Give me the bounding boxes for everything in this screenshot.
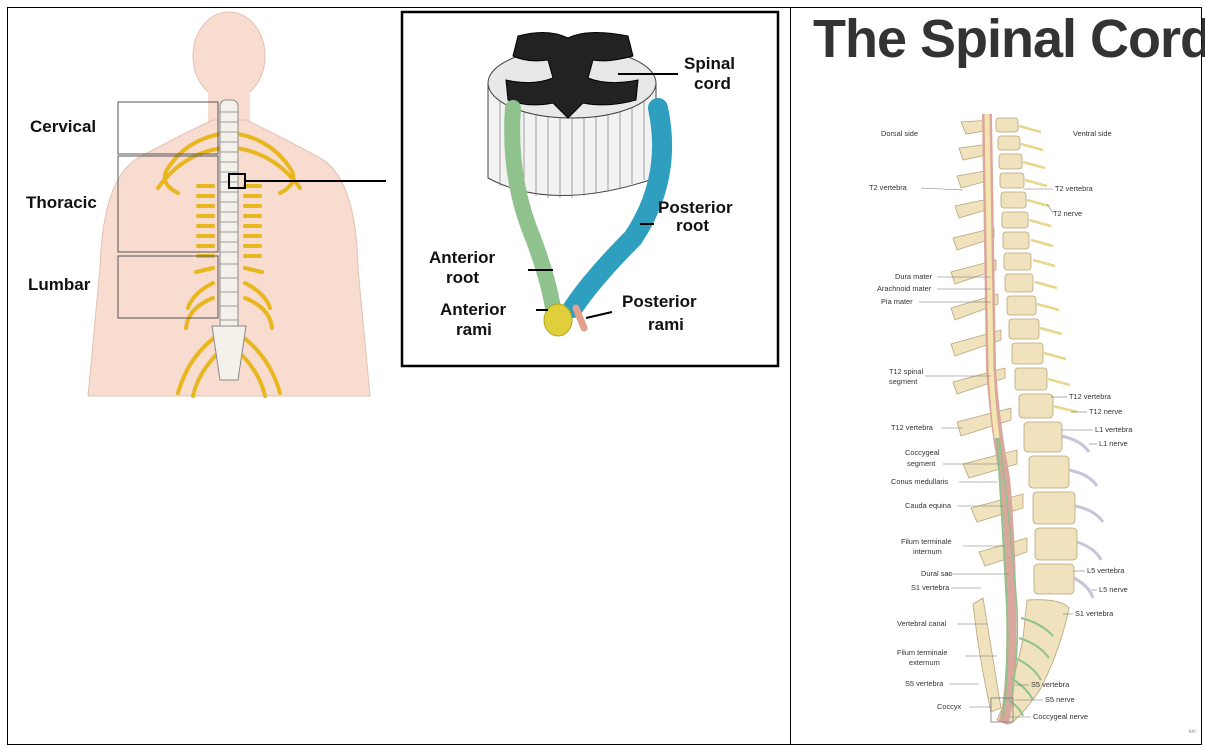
label-r-s1-vertebra: S1 vertebra [1075,609,1114,618]
label-dural-sac: Dural sac [921,569,953,578]
label-l5-nerve: L5 nerve [1099,585,1128,594]
label-filum-internum-2: internum [913,547,942,556]
header-ventral: Ventral side [1073,129,1112,138]
label-segment-1: segment [889,377,917,386]
label-l1-nerve: L1 nerve [1099,439,1128,448]
label-coccyx: Coccyx [937,702,962,711]
left-panel: Cervical Thoracic Lumbar [8,8,790,744]
corner-mark: km [1189,729,1196,735]
label-dura-mater: Dura mater [895,272,933,281]
label-segment-2: segment [907,459,935,468]
label-cervical: Cervical [30,117,96,136]
label-s5-nerve: S5 nerve [1045,695,1075,704]
label-l-t12-vertebra: T12 vertebra [891,423,934,432]
label-l-s1-vertebra: S1 vertebra [911,583,950,592]
label-posterior-rami-2: rami [648,315,684,334]
label-lumbar: Lumbar [28,275,91,294]
label-thoracic: Thoracic [26,193,97,212]
label-filum-externum-2: externum [909,658,940,667]
header-dorsal: Dorsal side [881,129,918,138]
label-l-s5-vertebra: S5 vertebra [905,679,944,688]
right-panel: The Spinal Cord [791,8,1201,744]
label-anterior-rami-2: rami [456,320,492,339]
label-r-s5-vertebra: S5 vertebra [1031,680,1070,689]
label-t12-spinal: T12 spinal [889,367,923,376]
label-cauda-equina: Cauda equina [905,501,952,510]
label-spinal: Spinal [684,54,735,73]
label-pia-mater: Pia mater [881,297,913,306]
label-conus-medullaris: Conus medullaris [891,477,948,486]
label-l1-vertebra: L1 vertebra [1095,425,1133,434]
label-anterior-root-1: Anterior [429,248,496,267]
label-anterior-rami-1: Anterior [440,300,507,319]
label-coccygeal: Coccygeal [905,448,940,457]
label-filum-externum-1: Filum terminale [897,648,948,657]
label-vertebral-canal: Vertebral canal [897,619,947,628]
cross-section-box: Spinal cord Posterior root Anterior root… [402,12,778,366]
label-l-t2-vertebra: T2 vertebra [869,183,908,192]
label-filum-internum-1: Filum terminale [901,537,952,546]
label-posterior-root-1: Posterior [658,198,733,217]
label-arachnoid-mater: Arachnoid mater [877,284,932,293]
label-posterior-root-2: root [676,216,709,235]
label-l5-vertebra: L5 vertebra [1087,566,1125,575]
label-t2-nerve: T2 nerve [1053,209,1082,218]
label-cord: cord [694,74,731,93]
label-t12-nerve: T12 nerve [1089,407,1122,416]
label-coccygeal-nerve: Coccygeal nerve [1033,712,1088,721]
label-anterior-root-2: root [446,268,479,287]
sagittal-diagram: Dorsal side Ventral side [791,8,1201,744]
label-r-t12-vertebra: T12 vertebra [1069,392,1112,401]
anterior-rami-shape [544,304,572,336]
label-posterior-rami-1: Posterior [622,292,697,311]
label-r-t2-vertebra: T2 vertebra [1055,184,1094,193]
left-panel-svg: Cervical Thoracic Lumbar [8,8,790,744]
